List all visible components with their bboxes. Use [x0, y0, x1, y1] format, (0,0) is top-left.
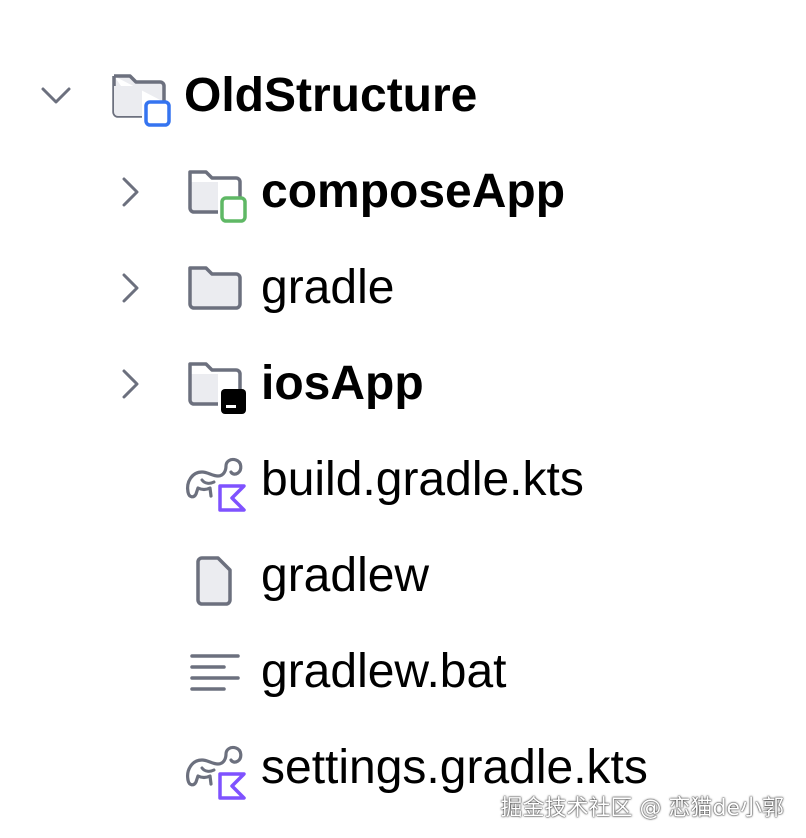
tree-row-label: iosApp [261, 357, 424, 410]
tree-row-settings-gradle-kts[interactable]: settings.gradle.kts [0, 720, 806, 816]
tree-row-gradle[interactable]: gradle [0, 240, 806, 336]
tree-row-root[interactable]: OldStructure [0, 48, 806, 144]
tree-row-iosapp[interactable]: iosApp [0, 336, 806, 432]
source-module-folder-icon [184, 144, 248, 240]
tree-row-gradlew-bat[interactable]: gradlew.bat [0, 624, 806, 720]
tree-row-label: composeApp [261, 165, 566, 218]
text-file-icon [184, 624, 248, 720]
watermark: 掘金技术社区 @ 恋猫de小郭 [500, 796, 785, 821]
tree-row-build-gradle-kts[interactable]: build.gradle.kts [0, 432, 806, 528]
ios-module-folder-icon [184, 336, 248, 432]
chevron-down-icon[interactable] [36, 48, 76, 144]
tree-row-label: settings.gradle.kts [261, 741, 648, 794]
gradle-kotlin-script-icon [184, 432, 248, 528]
generic-file-icon [184, 528, 248, 624]
tree-row-label: build.gradle.kts [261, 453, 584, 506]
tree-row-composeapp[interactable]: composeApp [0, 144, 806, 240]
tree-row-label: gradlew.bat [261, 645, 507, 698]
chevron-right-icon[interactable] [110, 144, 150, 240]
chevron-right-icon[interactable] [110, 240, 150, 336]
gradle-kotlin-script-icon [184, 720, 248, 816]
chevron-right-icon[interactable] [110, 336, 150, 432]
tree-row-label: OldStructure [184, 69, 478, 122]
folder-icon [184, 240, 248, 336]
tree-row-label: gradle [261, 261, 395, 314]
tree-row-label: gradlew [261, 549, 430, 602]
tree-row-gradlew[interactable]: gradlew [0, 528, 806, 624]
module-folder-icon [108, 48, 172, 144]
